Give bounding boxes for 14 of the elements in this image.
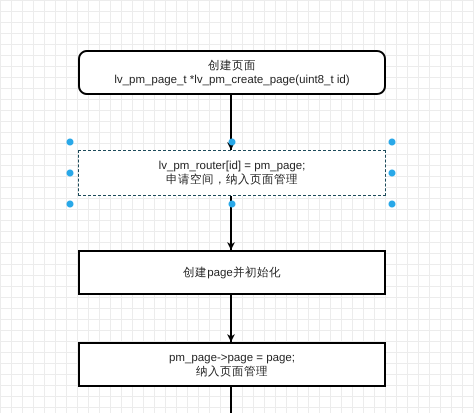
arrow	[227, 196, 235, 250]
box-text: lv_pm_router[id] = pm_page;	[158, 159, 306, 173]
box-text: 创建page并初始化	[183, 266, 281, 280]
arrow	[227, 95, 235, 150]
box-text: lv_pm_page_t *lv_pm_create_page(uint8_t id)	[114, 72, 350, 86]
box-text: 申请空间，纳入页面管理	[166, 173, 298, 187]
arrow	[227, 295, 235, 342]
process-box	[78, 250, 386, 295]
box-text: pm_page->page = page;	[169, 350, 295, 364]
box-text: 纳入页面管理	[196, 364, 268, 378]
process-box	[78, 342, 386, 387]
box-text: 创建页面	[208, 58, 256, 72]
process-box	[78, 150, 386, 196]
start-box	[78, 50, 386, 95]
